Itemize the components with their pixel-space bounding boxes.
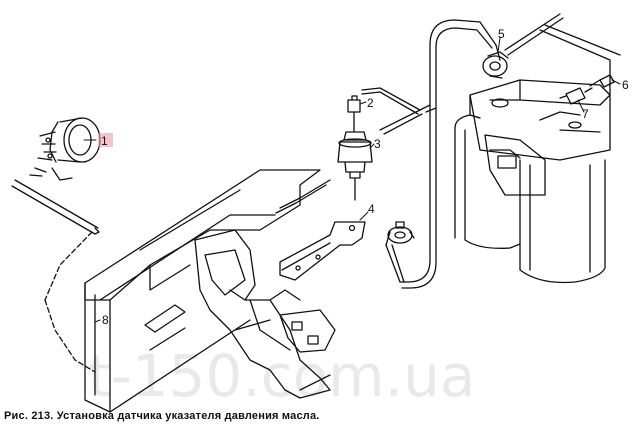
callout-8: 8 bbox=[102, 313, 109, 327]
callout-4: 4 bbox=[368, 202, 375, 216]
watermark: t-150.com.ua bbox=[88, 342, 475, 410]
callout-6: 6 bbox=[622, 78, 629, 92]
frame-bracket bbox=[84, 169, 321, 413]
oil-filter-housing bbox=[454, 24, 621, 284]
figure-caption: Рис. 213. Установка датчика указателя да… bbox=[4, 410, 320, 422]
oil-tube-long bbox=[11, 179, 331, 373]
pressure-sensor bbox=[337, 95, 373, 201]
connector-6 bbox=[589, 74, 615, 88]
callout-7: 7 bbox=[582, 107, 589, 121]
callout-1: 1 bbox=[101, 134, 108, 148]
engine-mount-bracket bbox=[194, 229, 336, 399]
connector-7 bbox=[559, 87, 593, 105]
callout-5: 5 bbox=[498, 27, 505, 41]
callout-1-highlight bbox=[98, 133, 113, 147]
sensor-bracket-plate bbox=[279, 221, 366, 281]
tee-fitting bbox=[385, 221, 415, 246]
callout-2: 2 bbox=[367, 96, 374, 110]
pressure-gauge bbox=[29, 117, 101, 181]
leader-lines bbox=[83, 37, 621, 323]
callout-3: 3 bbox=[374, 137, 381, 151]
banjo-fitting bbox=[482, 51, 509, 79]
